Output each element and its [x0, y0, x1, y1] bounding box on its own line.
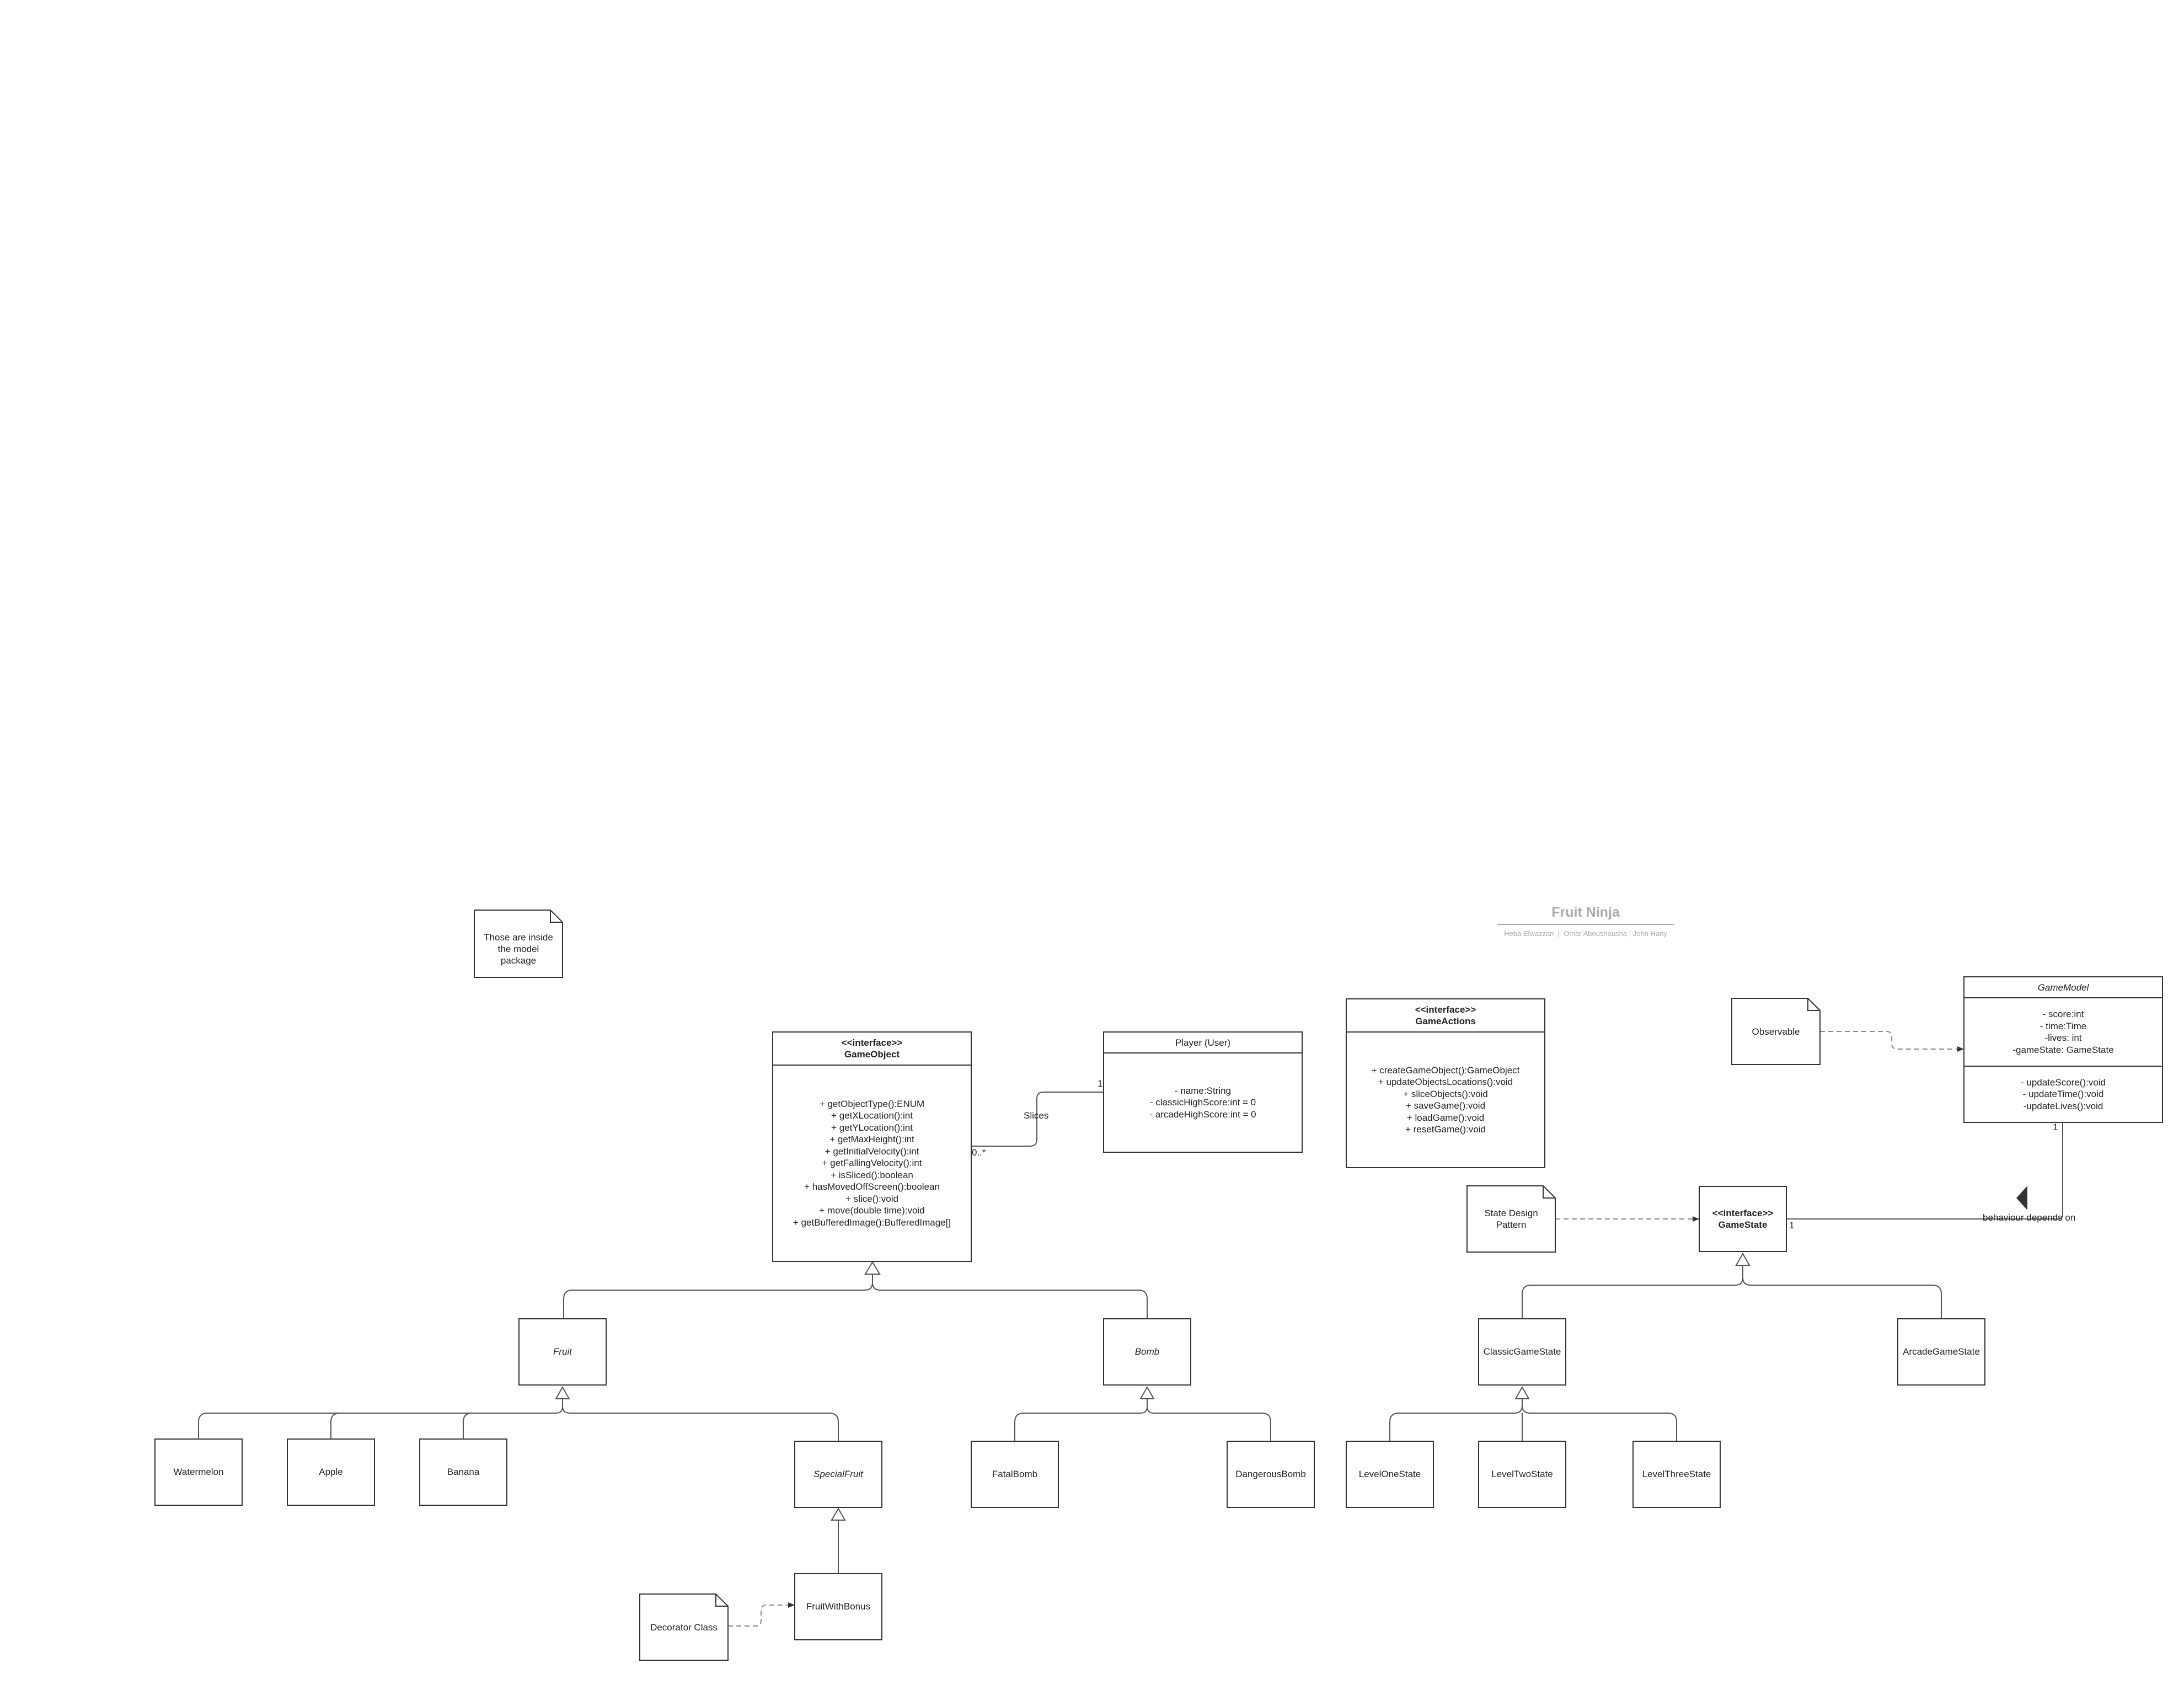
gameobject-interface: <<interface>> GameObject + getObjectType… [772, 1031, 972, 1262]
gamestate-name: GameState [1718, 1220, 1768, 1230]
inherit-states-to-gamestate [1522, 1252, 1942, 1318]
slices-multiplicity-player: 1 [1098, 1078, 1103, 1089]
gameobject-name: GameObject [844, 1049, 900, 1060]
gameobject-methods: + getObjectType():ENUM + getXLocation():… [773, 1066, 971, 1261]
gameobject-header: <<interface>> GameObject [773, 1033, 971, 1066]
gamemodel-divider [1964, 1066, 2162, 1067]
player-class: Player (User) - name:String - classicHig… [1103, 1031, 1303, 1153]
author-2: Omar Aboushousha [1564, 929, 1628, 938]
note-observable: Observable [1752, 1026, 1800, 1037]
direction-triangle-icon [2016, 1186, 2027, 1210]
gamemodel-attribute: -gameState: GameState [2012, 1044, 2114, 1055]
leveltwostate-class: LevelTwoState [1478, 1441, 1566, 1508]
note-state-design-pattern: State Design Pattern [1484, 1208, 1538, 1230]
dangerousbomb-class: DangerousBomb [1227, 1441, 1315, 1508]
inherit-fruit-bomb-to-gameobject [563, 1261, 1148, 1318]
note-shapes [474, 910, 1821, 1661]
levelonestate-class: LevelOneState [1346, 1441, 1434, 1508]
watermelon-class: Watermelon [154, 1438, 243, 1506]
player-attribute: - arcadeHighScore:int = 0 [1149, 1109, 1256, 1120]
gameobject-method: + getBufferedImage():BufferedImage[] [793, 1217, 951, 1228]
gamemodel-attribute: - time:Time [2040, 1020, 2087, 1031]
gameobject-method: + getObjectType():ENUM [819, 1098, 925, 1109]
gameactions-method: + createGameObject():GameObject [1371, 1065, 1520, 1076]
gamemodel-method: -updateLives():void [2023, 1100, 2103, 1111]
gameactions-name: GameActions [1415, 1016, 1476, 1026]
slices-multiplicity-object: 0..* [972, 1147, 986, 1158]
inherit-bombs-to-bomb [1014, 1386, 1271, 1441]
gamemodel-name: GameModel [2037, 982, 2089, 993]
gamemodel-attribute: - score:int [2042, 1009, 2084, 1019]
note-shape-decorator [639, 1593, 729, 1661]
fruit-class: Fruit [518, 1318, 607, 1386]
gameactions-stereotype: <<interface>> [1415, 1004, 1476, 1015]
gameobject-method: + getXLocation():int [831, 1110, 913, 1121]
behaviour-multiplicity-state: 1 [1789, 1220, 1795, 1231]
gameactions-method: + loadGame():void [1406, 1112, 1485, 1123]
gamemodel-header: GameModel [1964, 977, 2162, 998]
author-1: Heba Elwazzan [1504, 929, 1554, 938]
behaviour-multiplicity-model: 1 [2053, 1122, 2058, 1132]
inherit-fruits-to-fruit [198, 1386, 839, 1441]
player-name: Player (User) [1175, 1037, 1231, 1048]
levelthreestate-class: LevelThreeState [1632, 1441, 1721, 1508]
gameactions-method: + resetGame():void [1405, 1124, 1486, 1135]
inherit-levels-to-classic [1389, 1386, 1677, 1441]
classicgamestate-class: ClassicGameState [1478, 1318, 1566, 1386]
note-shape-state-pattern [1466, 1185, 1556, 1253]
gameobject-method: + isSliced():boolean [831, 1169, 913, 1180]
note-shape-model-package [474, 910, 563, 978]
gameobject-stereotype: <<interface>> [841, 1037, 903, 1048]
title-underline [1497, 924, 1674, 925]
dashed-links [728, 1031, 1964, 1627]
diagram-authors: Heba Elwazzan | Omar Aboushousha | John … [1504, 929, 1667, 938]
bomb-class: Bomb [1103, 1318, 1191, 1386]
gamemodel-attribute: -lives: int [2044, 1033, 2082, 1043]
gamemodel-attributes: - score:int - time:Time -lives: int -gam… [1964, 998, 2162, 1066]
gamemodel-methods: - updateScore():void - updateTime():void… [1964, 1067, 2162, 1122]
gameactions-method: + updateObjectsLocations():void [1378, 1077, 1513, 1087]
gameactions-header: <<interface>> GameActions [1347, 999, 1544, 1033]
association-slices [972, 1092, 1103, 1147]
gameobject-method: + getInitialVelocity():int [825, 1146, 919, 1157]
fruitwithbonus-class: FruitWithBonus [794, 1573, 882, 1640]
gameobject-method: + getYLocation():int [831, 1122, 913, 1133]
fatalbomb-class: FatalBomb [971, 1441, 1059, 1508]
slices-label: Slices [1024, 1110, 1049, 1121]
player-attribute: - classicHighScore:int = 0 [1149, 1097, 1256, 1108]
gameactions-interface: <<interface>> GameActions + createGameOb… [1346, 998, 1545, 1168]
association-behaviour [1787, 1123, 2063, 1220]
author-3: John Hany [1632, 929, 1667, 938]
player-attribute: - name:String [1174, 1085, 1232, 1096]
gamemodel-method: - updateScore():void [2020, 1077, 2106, 1088]
specialfruit-class: SpecialFruit [794, 1441, 882, 1508]
gameobject-method: + getFallingVelocity():int [822, 1158, 922, 1169]
gamestate-stereotype: <<interface>> [1712, 1208, 1774, 1218]
apple-class: Apple [287, 1438, 375, 1506]
note-shape-observable [1731, 998, 1821, 1065]
player-header: Player (User) [1104, 1033, 1302, 1053]
gamestate-interface: <<interface>> GameState [1699, 1186, 1787, 1252]
gameobject-method: + move(double time):void [819, 1205, 925, 1216]
player-attributes: - name:String - classicHighScore:int = 0… [1104, 1053, 1302, 1152]
gameobject-method: + getMaxHeight():int [829, 1134, 914, 1145]
inherit-bonus-to-specialfruit [831, 1507, 846, 1573]
gameactions-method: + sliceObjects():void [1403, 1088, 1488, 1099]
gamemodel-method: - updateTime():void [2022, 1089, 2104, 1100]
note-model-package: Those are inside the model package [484, 932, 553, 966]
gameactions-method: + saveGame():void [1405, 1100, 1486, 1111]
gamemodel-class: GameModel - score:int - time:Time -lives… [1963, 976, 2163, 1123]
diagram-title: Fruit Ninja [1551, 905, 1620, 920]
banana-class: Banana [419, 1438, 507, 1506]
arcadegamestate-class: ArcadeGameState [1897, 1318, 1985, 1386]
behaviour-label: behaviour depends on [1983, 1212, 2076, 1223]
gameactions-methods: + createGameObject():GameObject + update… [1347, 1033, 1544, 1167]
gameobject-method: + hasMovedOffScreen():boolean [804, 1181, 940, 1192]
gameobject-method: + slice():void [845, 1193, 898, 1204]
note-decorator-class: Decorator Class [650, 1622, 718, 1633]
